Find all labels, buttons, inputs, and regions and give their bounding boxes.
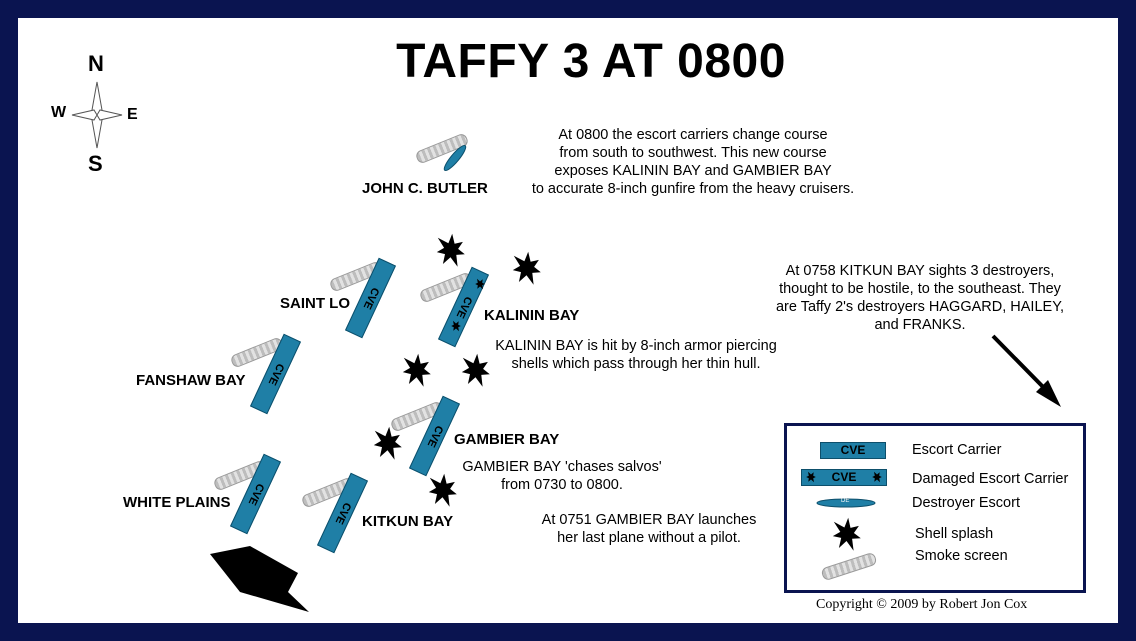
legend-smoke-screen-icon xyxy=(820,551,878,582)
legend-damaged-escort-carrier-label: Damaged Escort Carrier xyxy=(912,471,1069,487)
legend-destroyer-escort-icon xyxy=(816,498,876,508)
note-line: and FRANKS. xyxy=(874,317,966,333)
enemy-force-marker-icon xyxy=(210,546,309,612)
legend-damaged-carrier-swatch: CVE xyxy=(801,469,887,486)
legend-de-label: DE xyxy=(841,498,850,504)
note-line: to accurate 8-inch gunfire from the heav… xyxy=(531,181,855,197)
shell-splash-6-icon xyxy=(428,473,457,507)
note-line: her last plane without a pilot. xyxy=(557,530,741,546)
arrow-southeast-icon xyxy=(1036,380,1061,407)
ship-label-kitkun-bay: KITKUN BAY xyxy=(362,513,454,530)
note-line: At 0800 the escort carriers change cours… xyxy=(558,127,828,143)
shell-splash-3-icon xyxy=(402,353,431,387)
page-title: TAFFY 3 AT 0800 xyxy=(396,35,786,88)
note-course-change: At 0800 the escort carriers change cours… xyxy=(515,126,871,198)
note-line: At 0758 KITKUN BAY sights 3 destroyers, xyxy=(785,263,1055,279)
legend-shell-splash-icon xyxy=(832,517,861,551)
ship-label-saint-lo: SAINT LO xyxy=(280,295,350,312)
legend-smoke-screen-label: Smoke screen xyxy=(915,548,1008,564)
note-line: from south to southwest. This new course xyxy=(559,145,827,161)
compass-west-label: W xyxy=(51,104,67,121)
note-line: exposes KALININ BAY and GAMBIER BAY xyxy=(554,163,832,179)
shell-splash-5-icon xyxy=(373,426,402,460)
shell-splash-2-icon xyxy=(512,251,541,285)
legend-destroyer-escort-label: Destroyer Escort xyxy=(912,495,1020,511)
note-line: At 0751 GAMBIER BAY launches xyxy=(541,512,757,528)
note-gambier-plane: At 0751 GAMBIER BAY launches her last pl… xyxy=(524,511,774,547)
legend-escort-carrier-label: Escort Carrier xyxy=(912,442,1002,458)
damage-hit-1-icon xyxy=(475,278,485,290)
note-gambier-chase: GAMBIER BAY 'chases salvos' from 0730 to… xyxy=(440,458,684,494)
ship-label-kalinin-bay: KALININ BAY xyxy=(484,307,580,324)
ship-label-gambier-bay: GAMBIER BAY xyxy=(454,431,560,448)
legend-damage-hit-icon xyxy=(806,471,882,483)
compass-north-label: N xyxy=(88,51,104,76)
arrow-southeast-shaft xyxy=(991,334,1052,396)
ship-label-white-plains: WHITE PLAINS xyxy=(123,494,231,511)
note-line: are Taffy 2's destroyers HAGGARD, HAILEY… xyxy=(775,299,1065,315)
note-line: from 0730 to 0800. xyxy=(501,477,623,493)
legend-shell-splash-label: Shell splash xyxy=(915,526,994,542)
note-line: GAMBIER BAY 'chases salvos' xyxy=(462,459,662,475)
ship-label-fanshaw-bay: FANSHAW BAY xyxy=(136,372,246,389)
compass-east-label: E xyxy=(127,106,138,123)
ship-label-john-c-butler: JOHN C. BUTLER xyxy=(362,180,488,197)
note-kalinin-hit: KALININ BAY is hit by 8-inch armor pierc… xyxy=(470,337,802,373)
shell-splash-4-icon xyxy=(461,353,490,387)
note-line: KALININ BAY is hit by 8-inch armor pierc… xyxy=(495,338,777,354)
legend-carrier-swatch: CVE xyxy=(820,442,886,459)
copyright-text: Copyright © 2009 by Robert Jon Cox xyxy=(816,597,1028,612)
legend-damaged-carrier-swatch-text: CVE xyxy=(831,470,857,484)
damage-hit-2-icon xyxy=(451,320,461,332)
note-line: thought to be hostile, to the southeast.… xyxy=(779,281,1061,297)
note-kitkun-sight: At 0758 KITKUN BAY sights 3 destroyers, … xyxy=(740,262,1100,334)
note-line: shells which pass through her thin hull. xyxy=(511,356,761,372)
shell-splash-1-icon xyxy=(436,233,465,267)
legend-box: CVE Escort Carrier CVE Damaged Escort Ca… xyxy=(784,423,1086,593)
compass-south-label: S xyxy=(88,151,103,176)
